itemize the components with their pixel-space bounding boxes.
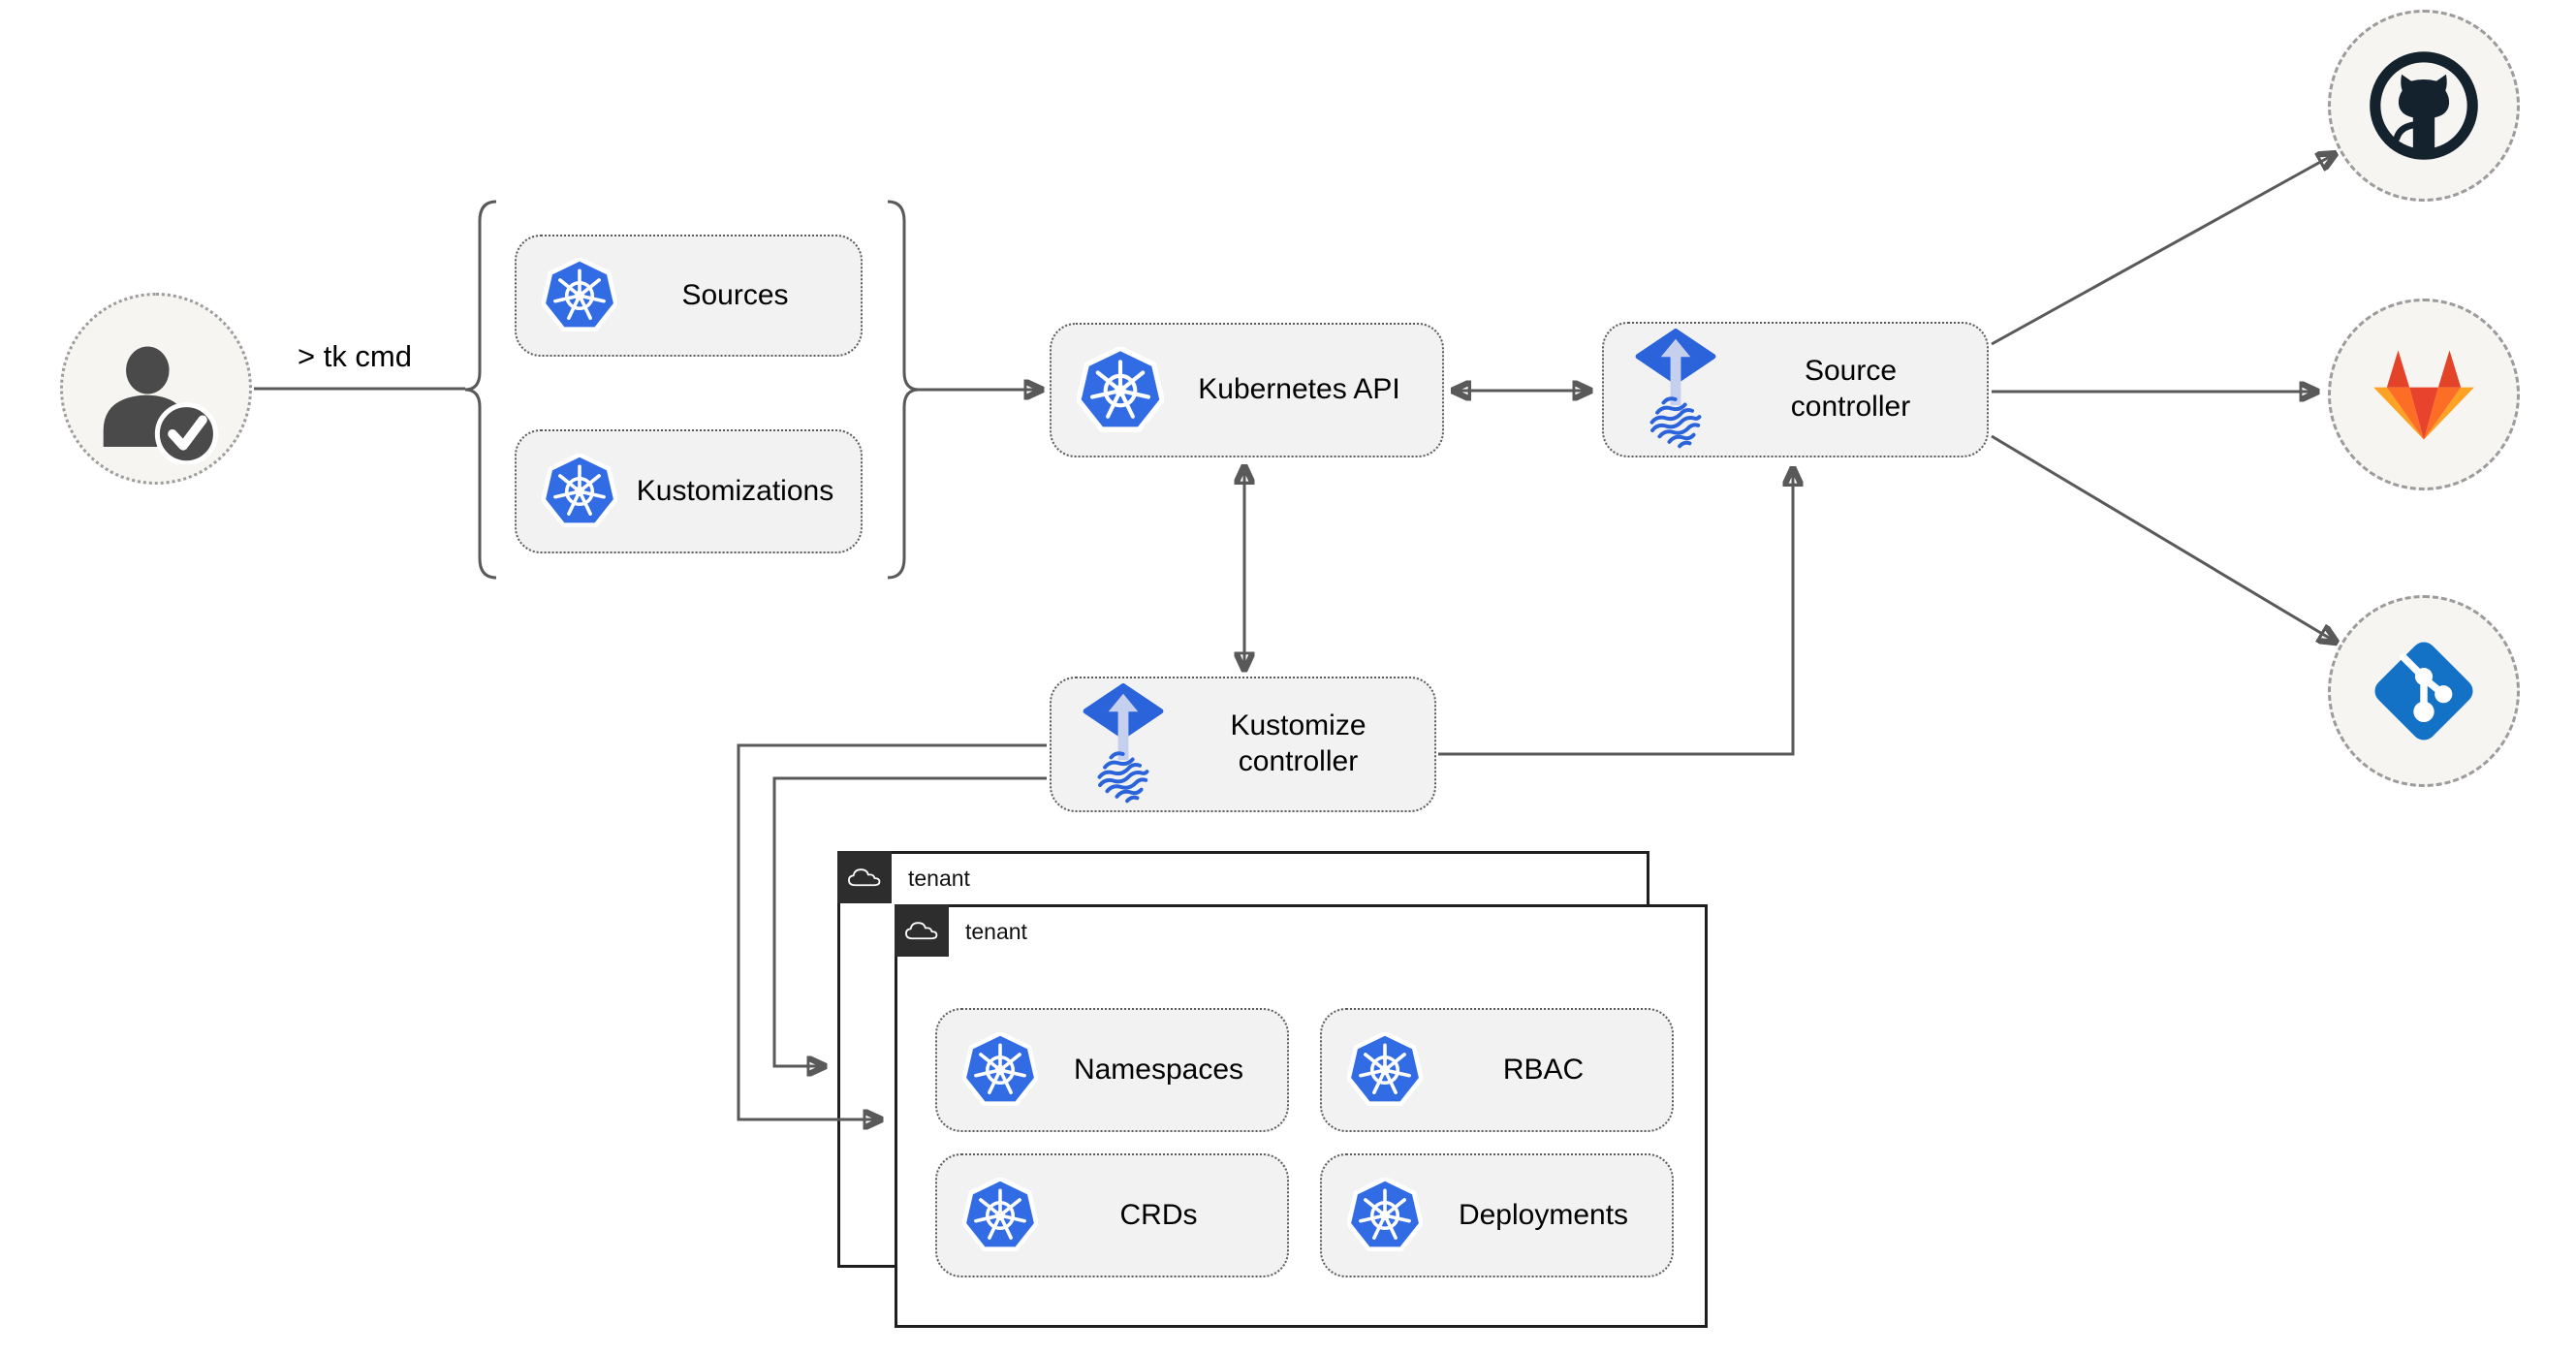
kubernetes-icon	[542, 258, 617, 333]
node-kubernetes-api: Kubernetes API	[1050, 323, 1444, 457]
kubernetes-icon	[962, 1032, 1038, 1108]
gitlab-node	[2328, 299, 2520, 490]
node-label: Namespaces	[1073, 1053, 1244, 1086]
flux-icon	[1077, 683, 1170, 805]
node-namespaces: Namespaces	[935, 1008, 1289, 1132]
node-rbac: RBAC	[1320, 1008, 1674, 1132]
node-kustomize-controller: Kustomize controller	[1050, 677, 1436, 812]
node-label: RBAC	[1502, 1053, 1585, 1086]
cloud-icon	[846, 865, 883, 891]
node-crds: CRDs	[935, 1153, 1289, 1277]
cli-command-label: > tk cmd	[297, 339, 412, 373]
node-label: Source controller	[1790, 355, 1911, 423]
node-label: Deployments	[1458, 1198, 1629, 1231]
flux-icon	[1629, 329, 1722, 451]
kubernetes-icon	[1347, 1178, 1423, 1253]
tenant-label: tenant	[965, 919, 1027, 944]
github-icon	[2364, 46, 2484, 166]
kubernetes-icon	[1347, 1032, 1423, 1108]
bracket-right	[887, 200, 920, 580]
user-check-icon	[91, 314, 221, 464]
node-deployments: Deployments	[1320, 1153, 1674, 1277]
kubernetes-icon	[542, 454, 617, 529]
tenant-label: tenant	[908, 866, 970, 891]
connector-source-to-git	[1991, 434, 2334, 641]
node-kustomizations: Kustomizations	[515, 429, 863, 553]
git-node	[2328, 595, 2520, 787]
node-source-controller: Source controller	[1602, 322, 1989, 457]
cloud-badge	[837, 851, 892, 903]
user-node	[60, 293, 252, 485]
node-sources: Sources	[515, 235, 863, 357]
cloud-icon	[903, 918, 940, 944]
github-node	[2328, 10, 2520, 202]
node-label: Kustomize controller	[1230, 709, 1367, 777]
node-label: CRDs	[1119, 1198, 1198, 1231]
bracket-left	[464, 200, 497, 580]
cloud-badge	[895, 904, 949, 957]
node-label: Kustomizations	[636, 474, 834, 507]
connector-source-to-github	[1991, 155, 2333, 346]
kubernetes-icon	[1077, 346, 1164, 434]
node-label: Kubernetes API	[1198, 373, 1400, 406]
node-label: Sources	[681, 278, 789, 311]
kubernetes-icon	[962, 1178, 1038, 1253]
gitlab-icon	[2372, 346, 2475, 443]
git-icon	[2362, 629, 2486, 753]
connector-kustomize-to-source	[1438, 471, 1793, 756]
